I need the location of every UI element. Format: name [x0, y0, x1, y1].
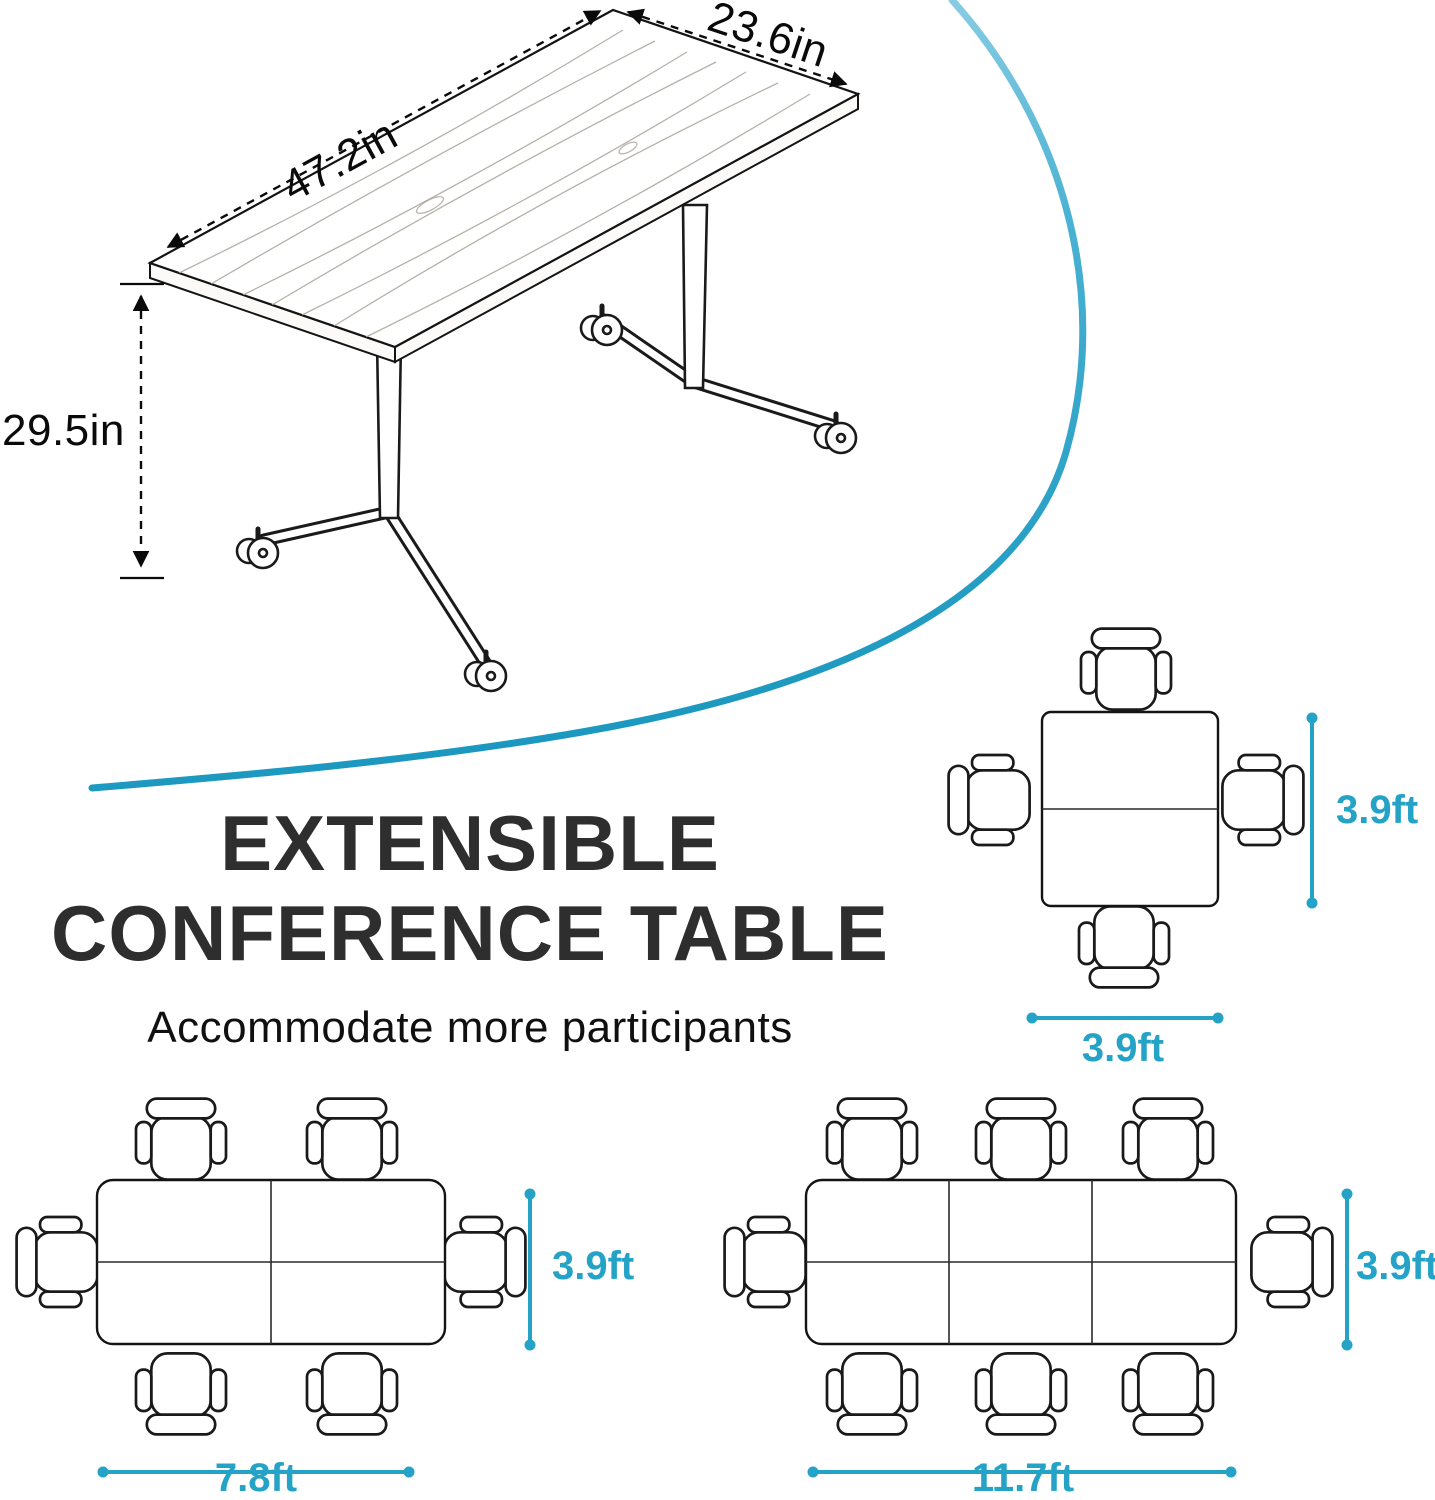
square-depth-label: 3.9ft	[1336, 788, 1419, 832]
headline-subtitle: Accommodate more participants	[147, 1002, 793, 1052]
six-seat-depth-label: 3.9ft	[552, 1244, 635, 1288]
table-3d-illustration	[120, 8, 861, 691]
chair-icon	[443, 1215, 527, 1309]
chair-icon	[825, 1352, 919, 1436]
chair-icon	[974, 1097, 1068, 1181]
eight-seat-width-label: 11.7ft	[971, 1456, 1075, 1500]
chair-icon	[134, 1352, 228, 1436]
length-dimension-arrow	[166, 9, 602, 249]
height-dimension-label: 29.5in	[2, 406, 125, 455]
accent-arc	[88, 0, 1087, 792]
headline-line2: CONFERENCE TABLE	[51, 889, 889, 978]
height-dimension-arrow	[120, 282, 164, 580]
chair-icon	[134, 1097, 228, 1181]
chair-icon	[305, 1352, 399, 1436]
layout-rect-6-seat	[15, 1097, 536, 1478]
eight-seat-depth-label: 3.9ft	[1356, 1244, 1435, 1288]
chair-icon	[1079, 627, 1173, 711]
eight-depth-dimension-line	[1341, 1188, 1353, 1351]
chair-icon	[1250, 1215, 1334, 1309]
caster-icon	[581, 306, 622, 345]
six-width-dimension-line	[97, 1466, 415, 1478]
chair-icon	[825, 1097, 919, 1181]
chair-icon	[1121, 1097, 1215, 1181]
six-seat-width-label: 7.8ft	[214, 1456, 298, 1500]
chair-icon	[974, 1352, 1068, 1436]
headline-block: EXTENSIBLE CONFERENCE TABLE Accommodate …	[40, 798, 900, 1053]
chair-icon	[305, 1097, 399, 1181]
eight-width-dimension-line	[807, 1466, 1237, 1478]
chair-icon	[1221, 753, 1305, 847]
chair-icon	[1121, 1352, 1215, 1436]
square-width-label: 3.9ft	[1081, 1026, 1165, 1070]
six-depth-dimension-line	[524, 1188, 536, 1351]
chair-icon	[723, 1215, 807, 1309]
headline-line1: EXTENSIBLE	[220, 799, 720, 887]
chair-icon	[947, 753, 1031, 847]
chair-icon	[15, 1215, 99, 1309]
table-right-leg	[581, 203, 856, 453]
layout-square-4-seat	[947, 627, 1318, 1024]
chair-icon	[1077, 905, 1171, 989]
layout-rect-8-seat	[723, 1097, 1353, 1478]
table-left-leg	[237, 338, 506, 691]
square-depth-dimension-line	[1306, 712, 1318, 909]
square-width-dimension-line	[1026, 1012, 1224, 1024]
caster-icon	[465, 652, 506, 691]
